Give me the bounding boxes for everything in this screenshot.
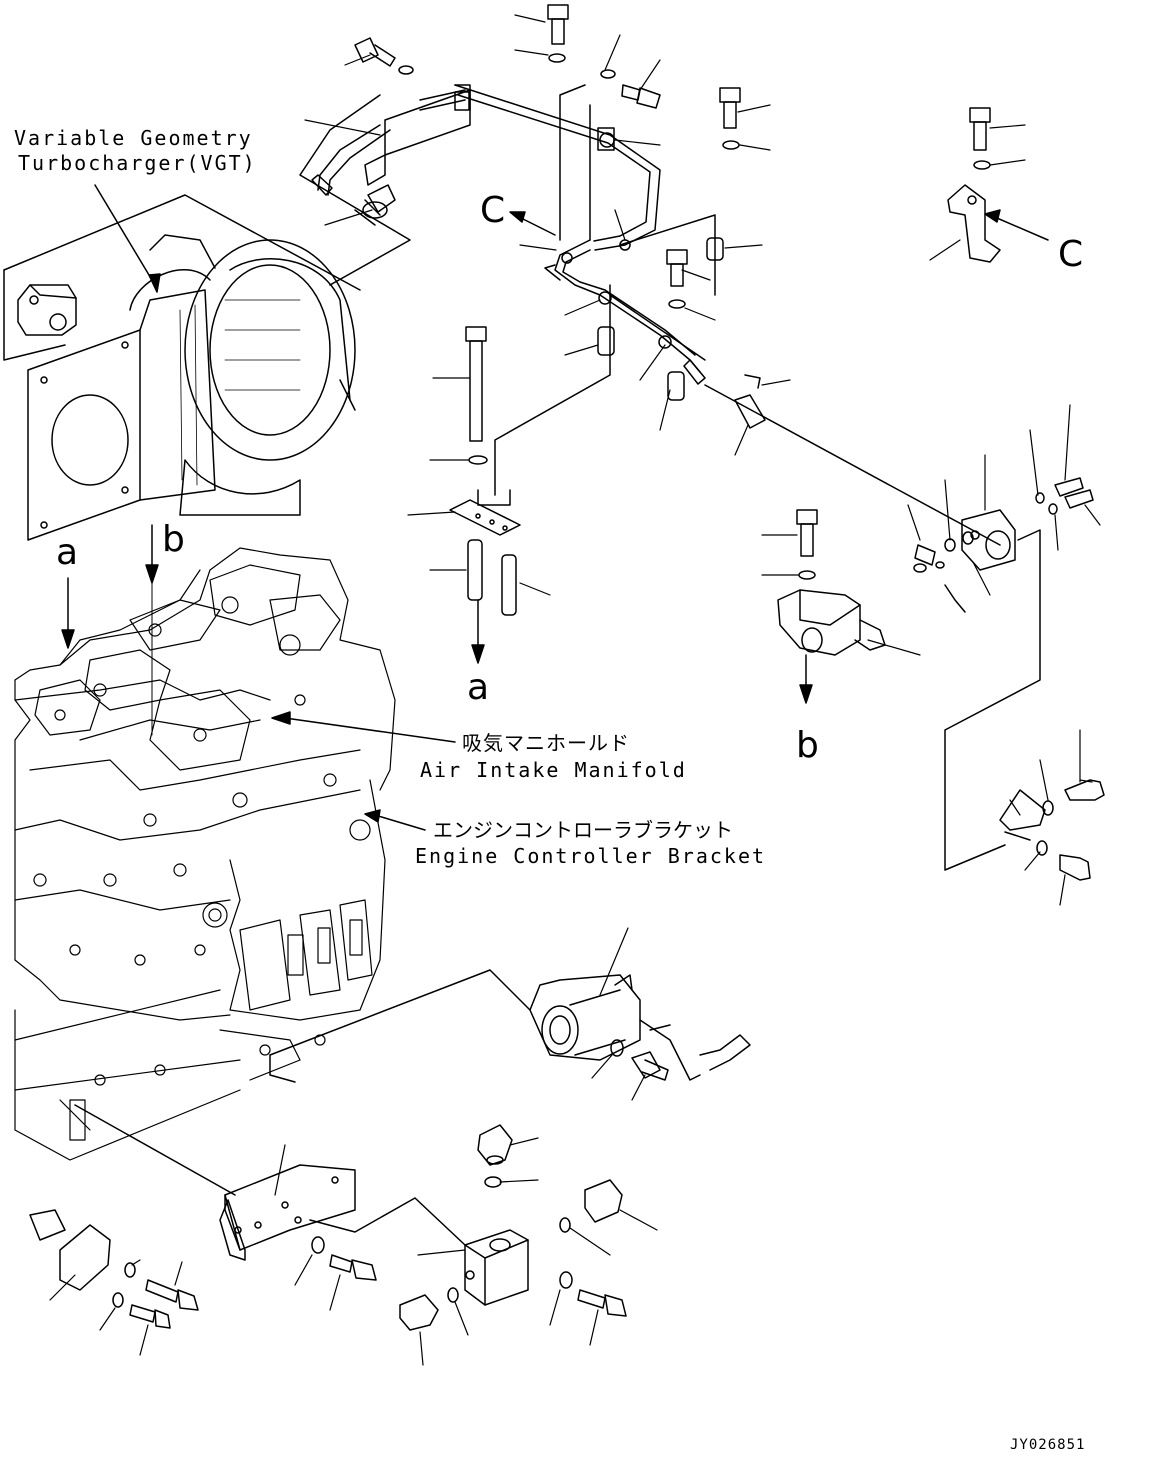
ref-letter-c-left: C <box>480 190 506 231</box>
engine-controller-bracket-label-en: Engine Controller Bracket <box>415 844 767 868</box>
ref-a-bottom-arrowhead <box>471 644 485 664</box>
turbocharger-drawing <box>3 194 361 541</box>
ref-letter-a-bottom: a <box>467 667 490 708</box>
vgt-label-line1: Variable Geometry <box>14 126 253 150</box>
intake-manifold-label-jp: 吸気マニホールド <box>462 731 630 755</box>
ref-b-bottom-arrowhead <box>799 684 813 704</box>
solenoid-drawing <box>269 969 751 1083</box>
intake-arrowhead <box>271 711 291 725</box>
ref-c-right-arrowhead <box>984 209 1001 223</box>
bottom-parts-drawing <box>29 1104 627 1331</box>
engine-block-drawing <box>14 547 396 1161</box>
ref-a-top-arrowhead <box>61 629 75 649</box>
callout-leaders <box>49 14 1101 1366</box>
ref-letter-b-bottom: b <box>796 725 819 766</box>
ref-b-top-arrowhead <box>145 564 159 584</box>
intake-leader-line <box>284 717 456 743</box>
oil-pipe-drawing <box>299 84 1001 546</box>
vgt-label-line2: Turbocharger(VGT) <box>18 151 257 175</box>
drawing-code: JY026851 <box>1010 1437 1086 1453</box>
intake-manifold-label-en: Air Intake Manifold <box>420 758 687 782</box>
lower-right-bracket-drawing <box>999 779 1105 881</box>
bracket-leader-line <box>374 814 426 831</box>
ref-c-right-line <box>989 214 1049 241</box>
ref-letter-c-right: C <box>1058 234 1084 275</box>
ref-letter-b-top: b <box>162 519 185 560</box>
vgt-arrowhead <box>148 273 161 293</box>
ref-c-left-arrowhead <box>509 211 526 223</box>
c-bracket-drawing <box>947 107 1001 263</box>
vgt-leader-line <box>94 184 156 286</box>
engine-controller-bracket-label-jp: エンジンコントローラブラケット <box>433 818 733 842</box>
sensor-block-drawing <box>777 477 1094 871</box>
bracket-arrowhead <box>364 809 381 823</box>
ref-letter-a-top: a <box>56 532 79 573</box>
bolts-drawing <box>354 4 766 616</box>
